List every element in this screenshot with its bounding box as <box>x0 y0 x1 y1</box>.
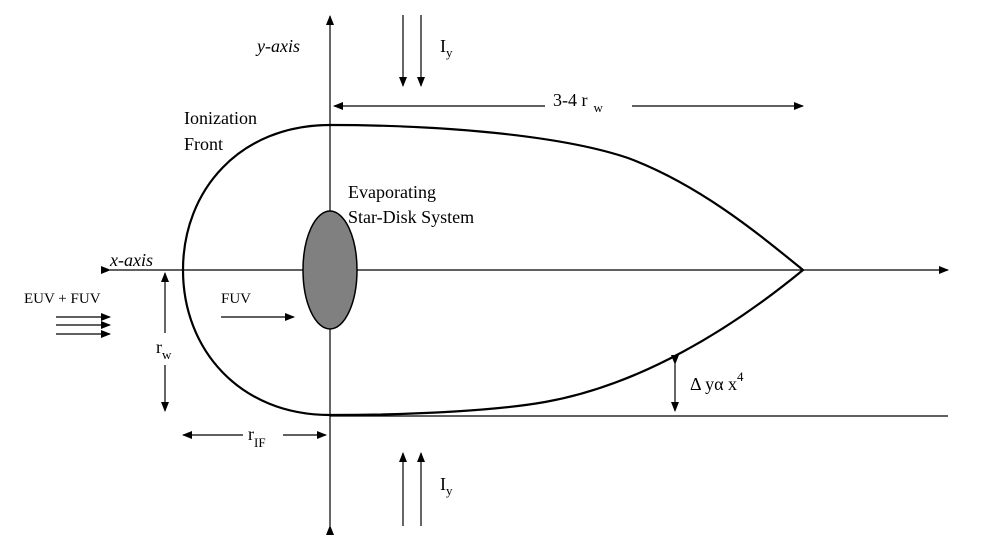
rif-label: rIF <box>248 424 266 450</box>
y-axis-label: y-axis <box>255 36 300 56</box>
ionization-front-label-line1: Ionization <box>184 108 257 128</box>
star-disk-label-line2: Star-Disk System <box>348 207 474 227</box>
star-disk-label-line1: Evaporating <box>348 182 436 202</box>
x-axis-label: x-axis <box>109 250 153 270</box>
rw-label: rw <box>156 337 172 362</box>
euv-fuv-label: EUV + FUV <box>24 291 101 307</box>
iy-bottom-label: Iy <box>440 474 453 498</box>
ionization-front-label-line2: Front <box>184 134 223 154</box>
delta-y-label: Δ yα x4 <box>690 369 744 394</box>
iy-top-label: Iy <box>440 36 453 60</box>
fuv-label: FUV <box>221 291 251 307</box>
star-disk-system <box>302 210 358 330</box>
ionization-front-outline <box>181 123 805 417</box>
